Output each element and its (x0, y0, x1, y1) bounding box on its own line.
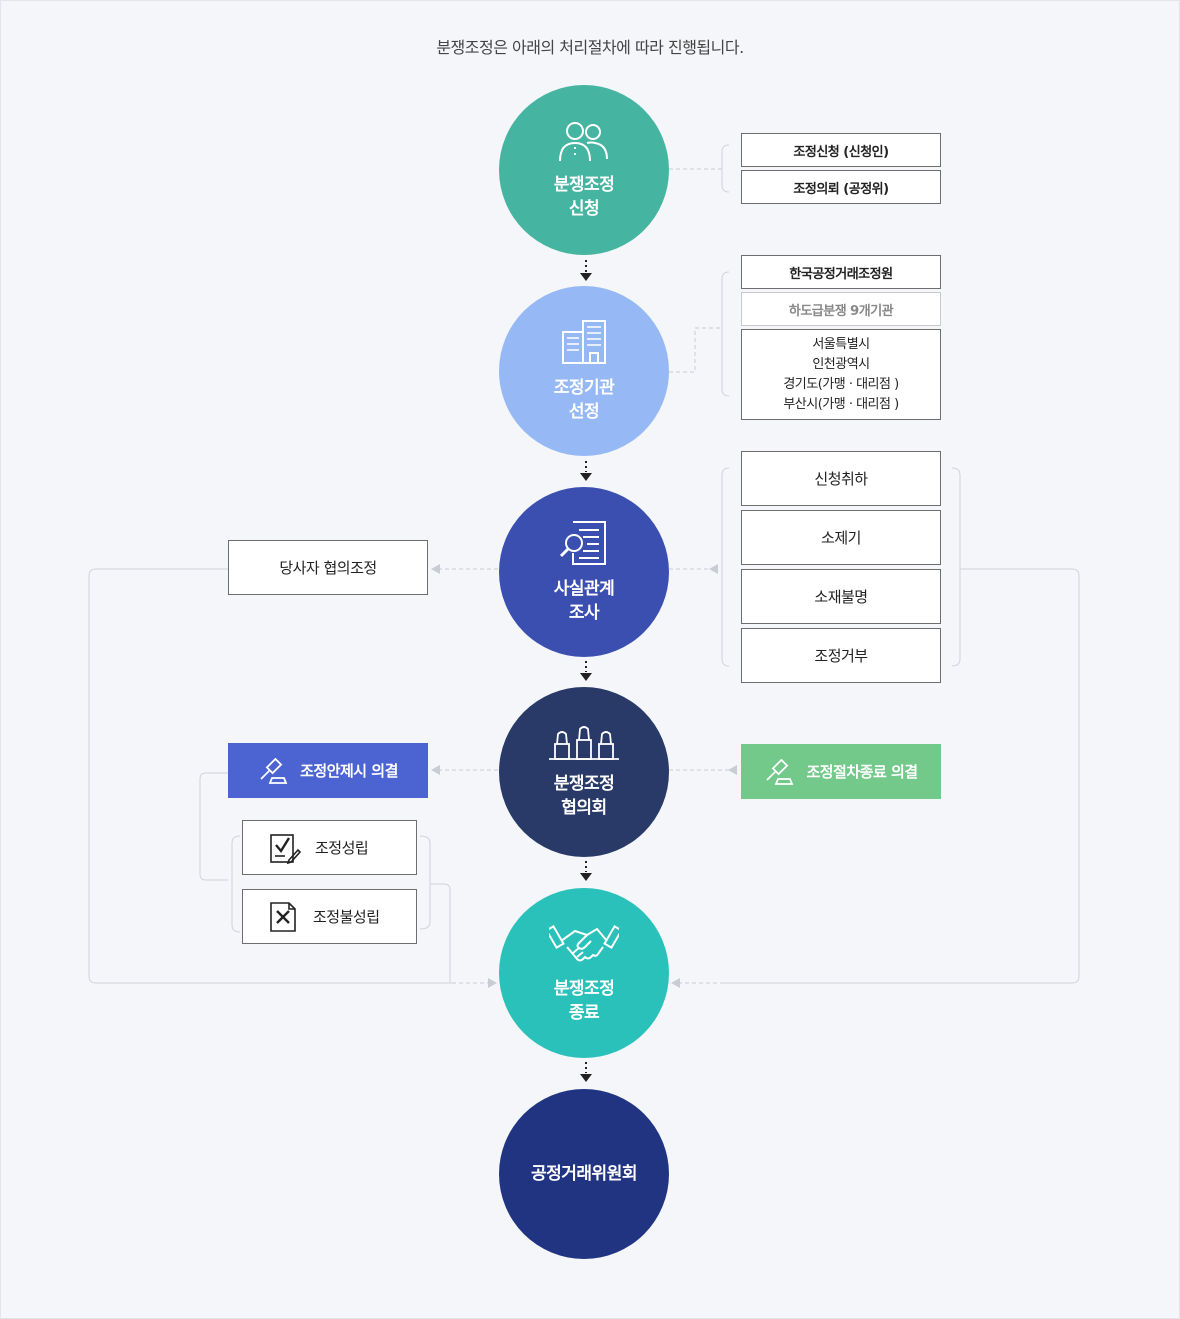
result-success-box: 조정성립 (242, 820, 417, 875)
proposal-decision-label: 조정안제시 의결 (300, 762, 398, 780)
step-select-title: 조정기관 선정 (553, 378, 615, 422)
step-ftc-title: 공정거래위원회 (531, 1164, 637, 1184)
result-success-label: 조정성립 (315, 839, 369, 857)
step-termination: 분쟁조정 종료 (499, 888, 669, 1058)
institution-local-governments: 서울특별시 인천광역시 경기도(가맹 · 대리점 ) 부산시(가맹 · 대리점 … (741, 329, 941, 420)
termination-decision-label: 조정절차종료 의결 (806, 763, 918, 781)
step-council-title: 분쟁조정 협의회 (553, 774, 615, 818)
outcome-lawsuit: 소제기 (741, 510, 941, 565)
outcome-withdrawal: 신청취하 (741, 451, 941, 506)
outcome-refusal: 조정거부 (741, 628, 941, 683)
step-fact-title: 사실관계 조사 (553, 579, 615, 623)
council-icon (549, 726, 619, 760)
gavel-icon (766, 758, 794, 785)
proposal-decision-box: 조정안제시 의결 (228, 743, 428, 798)
institution-kfair: 한국공정거래조정원 (741, 255, 941, 289)
option-applicant: 조정신청 (신청인) (741, 133, 941, 167)
party-agreement-box: 당사자 협의조정 (228, 540, 428, 595)
people-icon (559, 122, 608, 162)
result-failure-label: 조정불성립 (313, 908, 380, 926)
step-apply-title: 분쟁조정 신청 (553, 175, 615, 219)
option-ftc-request: 조정의뢰 (공정위) (741, 170, 941, 204)
x-document-icon (270, 901, 296, 932)
local-incheon: 인천광역시 (812, 356, 870, 372)
handshake-icon (549, 924, 619, 962)
local-seoul: 서울특별시 (812, 336, 870, 352)
local-busan: 부산시(가맹 · 대리점 ) (783, 396, 899, 412)
outcome-unknown-location: 소재불명 (741, 569, 941, 624)
building-icon (562, 320, 606, 364)
gavel-icon (260, 757, 288, 784)
step-council: 분쟁조정 협의회 (499, 687, 669, 857)
step-select-institution: 조정기관 선정 (499, 286, 669, 456)
local-gyeonggi: 경기도(가맹 · 대리점 ) (783, 376, 899, 392)
step-ftc: 공정거래위원회 (499, 1089, 669, 1259)
document-search-icon (559, 521, 606, 565)
step-fact-finding: 사실관계 조사 (499, 487, 669, 657)
termination-decision-box: 조정절차종료 의결 (741, 744, 941, 799)
result-failure-box: 조정불성립 (242, 889, 417, 944)
institution-subcontract: 하도급분쟁 9개기관 (741, 292, 941, 326)
intro-text: 분쟁조정은 아래의 처리절차에 따라 진행됩니다. (436, 38, 744, 57)
check-document-icon (270, 833, 301, 864)
step-apply: 분쟁조정 신청 (499, 85, 669, 255)
step-termination-title: 분쟁조정 종료 (553, 979, 615, 1023)
